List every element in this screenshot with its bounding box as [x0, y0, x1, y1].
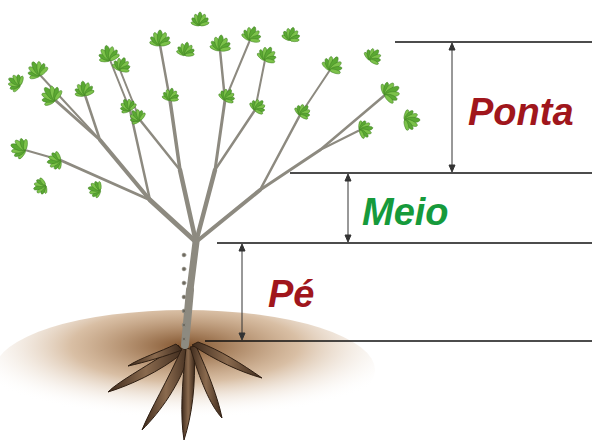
leaf-lobe — [254, 109, 263, 115]
palmate-leaf — [247, 95, 269, 116]
palmate-leaf — [161, 87, 180, 103]
leaf-lobe — [39, 66, 49, 76]
leaf-lobe — [19, 138, 27, 151]
leaves — [4, 12, 420, 199]
palmate-leaf — [7, 135, 30, 161]
leaf-lobe — [98, 181, 102, 190]
leaf-lobe — [120, 68, 130, 72]
leaf-lobe — [55, 151, 62, 161]
leaf-lobe — [249, 34, 261, 42]
palmate-leaf — [320, 52, 347, 77]
palmate-leaf — [292, 100, 314, 121]
stem-node — [182, 323, 186, 327]
stem-segment — [140, 120, 180, 170]
stem-segment — [40, 75, 100, 140]
stem-segment — [196, 190, 260, 242]
palmate-leaf — [87, 179, 103, 198]
leaf-lobe — [53, 89, 63, 101]
leaf-lobe — [265, 58, 275, 63]
stem-node — [182, 267, 186, 271]
leaf-lobe — [199, 17, 209, 27]
palmate-leaf — [175, 41, 196, 59]
stems — [25, 40, 385, 345]
leaf-lobe — [119, 60, 130, 71]
stem-segment — [260, 115, 300, 190]
palmate-leaf — [281, 25, 303, 44]
leaf-lobe — [369, 58, 379, 65]
palmate-leaf — [23, 57, 50, 82]
zone-label: Ponta — [468, 93, 574, 131]
leaf-lobe — [129, 103, 137, 111]
stem-node — [182, 309, 186, 313]
palmate-leaf — [4, 70, 26, 94]
leaf-lobe — [200, 21, 210, 27]
stem-segment — [130, 110, 150, 200]
leaf-lobe — [384, 94, 395, 105]
palmate-leaf — [111, 55, 134, 75]
leaf-lobe — [290, 38, 299, 41]
stem-segment — [215, 110, 255, 170]
leaf-lobe — [219, 41, 231, 52]
leaf-lobe — [83, 85, 93, 96]
leaf-lobe — [139, 112, 146, 121]
leaf-lobe — [94, 181, 102, 191]
palmate-leaf — [255, 43, 280, 66]
palmate-leaf — [149, 30, 171, 47]
leaf-lobe — [225, 99, 234, 104]
leaf-lobe — [403, 119, 414, 131]
stem-segment — [260, 150, 320, 190]
leaf-lobe — [23, 139, 28, 150]
zone-label: Pé — [268, 275, 314, 313]
leaf-lobe — [39, 177, 46, 186]
leaf-lobe — [169, 94, 179, 102]
leaf-lobe — [359, 129, 369, 139]
leaf-lobe — [51, 152, 61, 162]
stem-node — [182, 337, 186, 341]
leaf-lobe — [160, 40, 171, 46]
palmate-leaf — [126, 105, 148, 126]
stem-segment — [320, 95, 385, 150]
level-lines — [205, 42, 592, 341]
leaf-lobe — [250, 38, 260, 42]
leaf-lobe — [119, 65, 130, 72]
leaf-lobe — [330, 68, 341, 74]
palmate-leaf — [357, 119, 375, 140]
leaf-lobe — [220, 46, 231, 52]
zone-label: Meio — [362, 193, 449, 231]
leaf-lobe — [289, 34, 300, 42]
palmate-leaf — [209, 34, 232, 53]
palmate-leaf — [73, 79, 96, 98]
palmate-leaf — [362, 44, 386, 67]
palmate-leaf — [378, 77, 405, 106]
stem-node — [182, 295, 186, 299]
stem-node — [182, 253, 186, 257]
palmate-leaf — [217, 85, 239, 105]
leaf-lobe — [299, 114, 308, 120]
leaf-lobe — [18, 76, 24, 86]
palmate-leaf — [240, 23, 264, 45]
palmate-leaf — [403, 109, 420, 131]
palmate-leaf — [31, 176, 50, 197]
palmate-leaf — [191, 12, 210, 27]
palmate-leaf — [36, 80, 65, 109]
stem-node — [182, 281, 186, 285]
leaf-lobe — [184, 48, 195, 57]
dimension-arrows — [239, 43, 455, 340]
leaf-lobe — [84, 89, 95, 96]
stem-segment — [60, 160, 150, 200]
leaf-lobe — [403, 120, 409, 131]
stem-segment — [320, 130, 360, 150]
leaf-lobe — [185, 53, 195, 57]
leaf-lobe — [159, 36, 171, 47]
stem-segment — [180, 170, 196, 242]
stem-segment — [190, 242, 196, 290]
leaf-lobe — [170, 98, 179, 102]
palmate-leaf — [46, 150, 64, 171]
leaf-lobe — [358, 129, 365, 139]
roots — [108, 342, 262, 440]
